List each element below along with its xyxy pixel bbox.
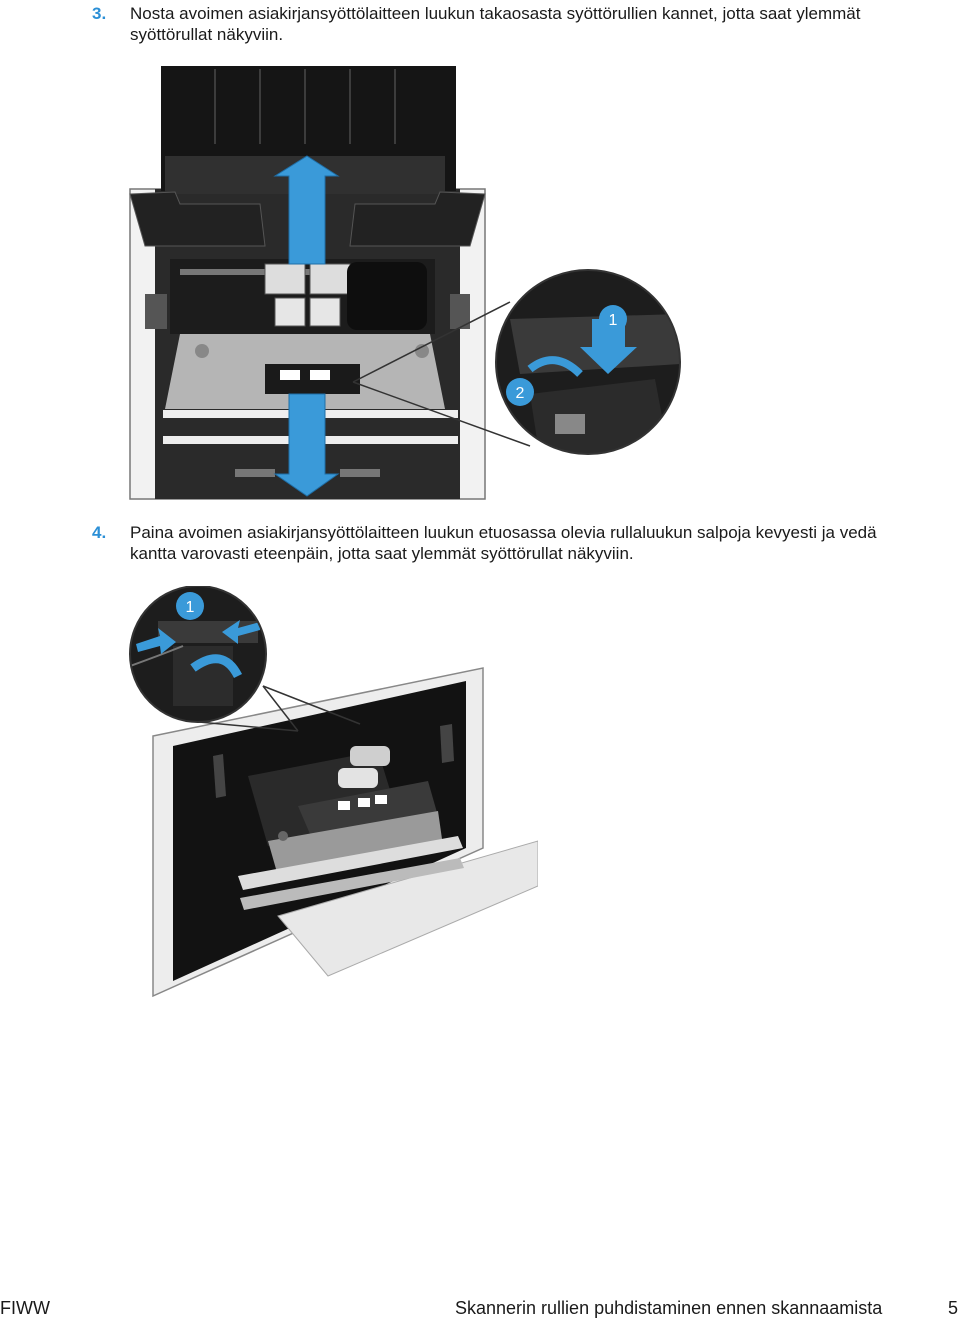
callout-1: 1 [186, 599, 195, 616]
figure-front-latch-illustration: 1 [129, 586, 538, 998]
page-number: 5 [948, 1298, 959, 1318]
figure-roller-cover-illustration: 1 2 [129, 66, 681, 500]
step-number: 3. [92, 4, 107, 23]
step-number: 4. [92, 523, 107, 542]
footer-locale: FIWW [0, 1298, 50, 1318]
step-text: Nosta avoimen asiakirjansyöttölaitteen l… [130, 4, 861, 44]
callout-1: 1 [609, 312, 618, 329]
footer-section-title: Skannerin rullien puhdistaminen ennen sk… [455, 1298, 883, 1318]
step-text: Paina avoimen asiakirjansyöttölaitteen l… [130, 523, 877, 563]
callout-2: 2 [516, 385, 525, 402]
